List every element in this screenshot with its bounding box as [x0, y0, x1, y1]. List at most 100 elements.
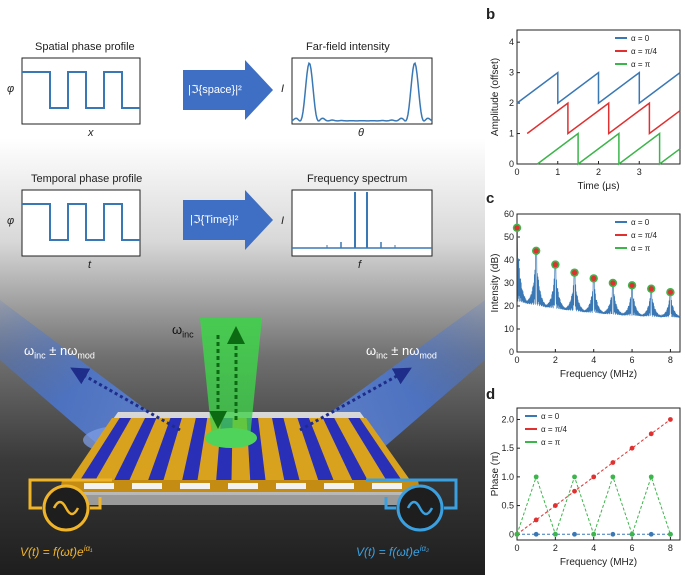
temporal-phase-xlabel: t	[88, 259, 92, 271]
peak-marker	[648, 286, 654, 292]
temporal-phase-plot	[21, 189, 141, 257]
y-tick-label: 20	[504, 301, 514, 311]
legend-label: α = 0	[631, 218, 650, 227]
peak-marker	[552, 262, 558, 268]
x-tick-label: 3	[637, 167, 642, 177]
contact-pad	[228, 483, 258, 489]
plot-frame	[516, 407, 681, 541]
contact-pad	[324, 483, 354, 489]
data-point	[610, 460, 616, 465]
left-voltage-source	[28, 478, 112, 532]
peak-marker	[591, 275, 597, 281]
data-point	[610, 531, 616, 537]
data-point	[629, 445, 635, 451]
legend-label: α = 0	[541, 412, 560, 421]
contact-pad	[132, 483, 162, 489]
space-transform-arrow	[183, 60, 273, 120]
legend-label: α = π/4	[541, 425, 567, 434]
x-tick-label: 0	[514, 167, 519, 177]
electrode-finger	[322, 418, 368, 480]
data-point	[552, 531, 558, 537]
series-line	[516, 475, 671, 536]
y-axis-label: Amplitude (offset)	[490, 58, 501, 136]
y-tick-label: 4	[509, 37, 514, 47]
space-transform-label: |ℑ{space}|²	[188, 84, 242, 96]
series-line	[536, 132, 681, 166]
peak-marker	[610, 280, 616, 286]
frequency-spectrum-xlabel: f	[358, 259, 362, 271]
legend-label: α = π/4	[631, 231, 657, 240]
data-point	[572, 531, 577, 537]
temporal-phase-ylabel: φ	[7, 215, 15, 227]
x-tick-label: 8	[668, 543, 673, 553]
y-tick-label: 1.5	[501, 443, 514, 453]
frequency-spectrum-plot	[291, 189, 433, 257]
peak-marker	[533, 248, 539, 254]
x-axis-label: Frequency (MHz)	[560, 557, 637, 568]
right-voltage-source	[366, 478, 458, 532]
y-tick-label: 2.0	[501, 414, 514, 424]
data-point	[572, 488, 577, 494]
left-beam-label: ωinc ± nωmod	[24, 343, 95, 361]
y-axis-label: Phase (π)	[490, 452, 501, 497]
legend-label: α = 0	[631, 34, 650, 43]
x-axis-label: Time (μs)	[577, 181, 619, 192]
y-axis-label: Intensity (dB)	[490, 254, 501, 313]
y-tick-label: 0.5	[501, 501, 514, 511]
x-tick-label: 6	[630, 543, 635, 553]
substrate-edge	[60, 495, 420, 505]
panel-a-schematic	[0, 0, 485, 575]
left-voltage-label: V(t) = f(ωt)eiα₁	[20, 544, 93, 559]
legend-label: α = π	[541, 438, 561, 447]
electrode-finger	[148, 418, 182, 480]
y-tick-label: 60	[504, 209, 514, 219]
input-beam	[200, 318, 262, 438]
x-tick-label: 1	[555, 167, 560, 177]
data-point	[648, 474, 654, 480]
peak-marker	[667, 289, 674, 295]
x-tick-label: 8	[668, 355, 673, 365]
right-beam-label: ωinc ± nωmod	[366, 343, 437, 361]
peak-marker	[514, 225, 520, 231]
y-tick-label: 2	[509, 98, 514, 108]
left-diffraction-arrow	[70, 367, 181, 432]
data-point	[668, 417, 673, 422]
x-tick-label: 2	[553, 543, 558, 553]
data-point	[591, 474, 597, 480]
series-line	[526, 101, 681, 135]
legend-label: α = π	[631, 60, 651, 69]
electrode-finger	[297, 418, 334, 480]
y-tick-label: 50	[504, 232, 514, 242]
time-transform-arrow	[183, 190, 273, 250]
far-field-xlabel: θ	[358, 127, 364, 139]
y-tick-label: 1	[509, 129, 514, 139]
data-point	[591, 531, 597, 537]
input-beam-spot	[205, 428, 257, 448]
series-line	[516, 71, 681, 105]
panel-letter-c: c	[486, 190, 495, 207]
x-tick-label: 4	[591, 355, 596, 365]
data-point	[514, 531, 520, 537]
data-point	[648, 431, 654, 437]
electrode-finger	[80, 418, 132, 480]
y-tick-label: 40	[504, 255, 514, 265]
data-point	[668, 531, 673, 537]
x-axis-label: Frequency (MHz)	[560, 369, 637, 380]
frequency-spectrum-ylabel: I	[281, 215, 285, 227]
spatial-phase-title: Spatial phase profile	[35, 41, 135, 53]
electrode-finger	[348, 418, 402, 480]
x-tick-label: 0	[514, 543, 519, 553]
peak-marker	[571, 270, 578, 276]
x-tick-label: 6	[630, 355, 635, 365]
electrode-finger	[182, 418, 208, 480]
data-point	[610, 474, 616, 480]
data-point	[533, 517, 539, 523]
data-point	[648, 531, 654, 537]
far-field-title: Far-field intensity	[306, 41, 390, 53]
contact-pad	[180, 483, 210, 489]
peak-marker	[629, 282, 635, 288]
data-point	[552, 503, 558, 508]
